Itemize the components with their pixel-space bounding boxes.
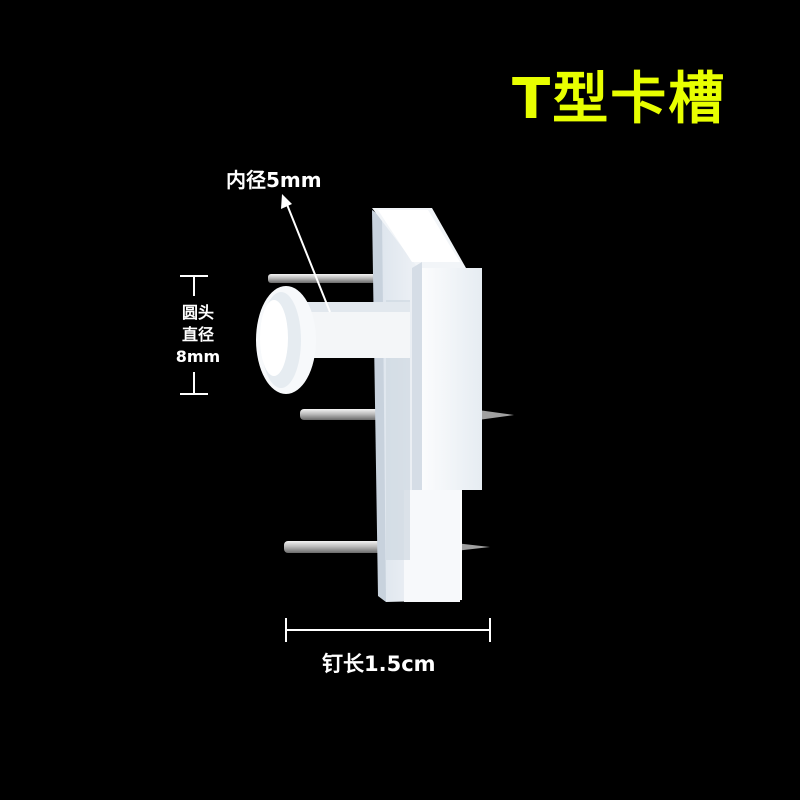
plate-lower-step — [404, 490, 460, 602]
plate-thick-part — [412, 268, 482, 490]
inner-diameter-arrow-head — [281, 194, 292, 209]
nail-pin-top — [268, 274, 388, 283]
product-title: T型卡槽 — [512, 67, 727, 132]
plate-thick-shadow — [412, 262, 422, 490]
mounting-plate — [372, 208, 482, 602]
post-head-face — [260, 300, 288, 376]
head-diameter-label: 圆头 直径 8mm — [168, 302, 228, 368]
inner-diameter-label: 内径5mm — [226, 168, 322, 192]
nail-length-label: 钉长1.5cm — [322, 652, 436, 676]
post-shaft-shade — [288, 302, 410, 312]
head-diameter-line-2: 直径 — [181, 325, 214, 344]
head-diameter-line-1: 圆头 — [181, 303, 214, 322]
round-head-post — [256, 286, 410, 394]
head-diameter-line-3: 8mm — [175, 347, 221, 366]
nail-pin-bottom — [284, 541, 388, 553]
annotation-lines — [180, 194, 491, 642]
plate-ledge-top — [378, 210, 460, 262]
inner-diameter-arrow-line — [285, 201, 331, 313]
nail-tip-middle — [478, 410, 514, 420]
nail-tip-bottom — [455, 543, 490, 551]
